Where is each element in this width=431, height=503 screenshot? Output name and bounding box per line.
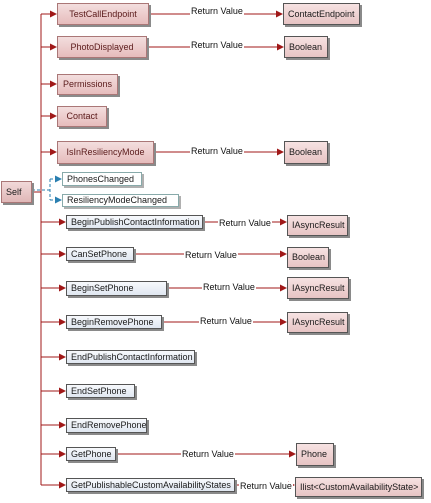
property-is-in-resiliency-mode[interactable]: IsInResiliencyMode xyxy=(57,141,154,164)
return-type-label: IAsyncResult xyxy=(292,282,345,293)
return-value-label: Return Value xyxy=(184,250,238,260)
method-label: GetPhone xyxy=(71,448,112,459)
return-value-label: Return Value xyxy=(190,146,244,156)
return-type-label: ContactEndpoint xyxy=(288,8,355,19)
property-permissions[interactable]: Permissions xyxy=(57,74,118,95)
property-label: IsInResiliencyMode xyxy=(66,147,145,157)
return-type-label: Phone xyxy=(301,449,328,459)
return-type-boolean[interactable]: Boolean xyxy=(287,247,329,268)
method-label: CanSetPhone xyxy=(71,248,128,259)
method-end-remove-phone[interactable]: EndRemovePhone xyxy=(66,418,147,433)
method-begin-remove-phone[interactable]: BeginRemovePhone xyxy=(66,315,162,329)
method-end-set-phone[interactable]: EndSetPhone xyxy=(66,384,135,398)
return-type-label: Boolean xyxy=(289,147,323,157)
return-value-label: Return Value xyxy=(239,481,293,491)
return-type-label: Ilist<CustomAvailabilityState> xyxy=(300,481,419,492)
return-type-label: IAsyncResult xyxy=(292,220,345,230)
return-type-ilist-custom-availability-state[interactable]: Ilist<CustomAvailabilityState> xyxy=(295,477,422,497)
return-type-label: IAsyncResult xyxy=(292,317,345,327)
method-label: BeginPublishContactInformation xyxy=(71,216,200,227)
event-resiliency-mode-changed[interactable]: ResiliencyModeChanged xyxy=(62,194,179,207)
return-value-label: Return Value xyxy=(218,218,272,228)
method-can-set-phone[interactable]: CanSetPhone xyxy=(66,247,134,261)
event-phones-changed[interactable]: PhonesChanged xyxy=(62,172,142,186)
event-label: ResiliencyModeChanged xyxy=(67,195,168,205)
property-label: PhotoDisplayed xyxy=(70,41,134,52)
method-label: BeginSetPhone xyxy=(71,283,134,293)
return-value-label: Return Value xyxy=(190,40,244,50)
return-value-label: Return Value xyxy=(202,282,256,292)
event-label: PhonesChanged xyxy=(67,173,135,184)
property-label: TestCallEndpoint xyxy=(69,8,137,19)
method-label: EndRemovePhone xyxy=(71,420,147,430)
method-begin-publish-contact-information[interactable]: BeginPublishContactInformation xyxy=(66,215,203,229)
return-type-boolean[interactable]: Boolean xyxy=(284,36,328,58)
return-type-contact-endpoint[interactable]: ContactEndpoint xyxy=(283,3,360,25)
method-get-publishable-custom-availability-states[interactable]: GetPublishableCustomAvailabilityStates xyxy=(66,478,235,492)
property-contact[interactable]: Contact xyxy=(57,106,107,127)
return-value-label: Return Value xyxy=(199,316,253,326)
return-value-label: Return Value xyxy=(190,6,244,16)
self-label: Self xyxy=(6,186,22,197)
method-label: EndSetPhone xyxy=(71,385,127,396)
method-end-publish-contact-information[interactable]: EndPublishContactInformation xyxy=(66,350,195,364)
return-value-label: Return Value xyxy=(181,449,235,459)
self-node: Self xyxy=(1,181,32,203)
method-begin-set-phone[interactable]: BeginSetPhone xyxy=(66,281,167,296)
method-label: BeginRemovePhone xyxy=(71,316,154,327)
return-type-label: Boolean xyxy=(292,252,326,262)
property-test-call-endpoint[interactable]: TestCallEndpoint xyxy=(57,3,149,25)
return-type-iasyncresult[interactable]: IAsyncResult xyxy=(287,277,349,299)
return-type-label: Boolean xyxy=(289,41,323,52)
method-get-phone[interactable]: GetPhone xyxy=(66,447,116,461)
method-label: GetPublishableCustomAvailabilityStates xyxy=(71,479,231,490)
return-type-boolean[interactable]: Boolean xyxy=(284,141,328,164)
property-label: Contact xyxy=(66,111,98,121)
property-photo-displayed[interactable]: PhotoDisplayed xyxy=(57,36,147,58)
return-type-iasyncresult[interactable]: IAsyncResult xyxy=(287,215,348,236)
return-type-iasyncresult[interactable]: IAsyncResult xyxy=(287,312,348,333)
property-label: Permissions xyxy=(62,79,112,89)
method-label: EndPublishContactInformation xyxy=(71,351,193,362)
return-type-phone[interactable]: Phone xyxy=(296,443,334,466)
